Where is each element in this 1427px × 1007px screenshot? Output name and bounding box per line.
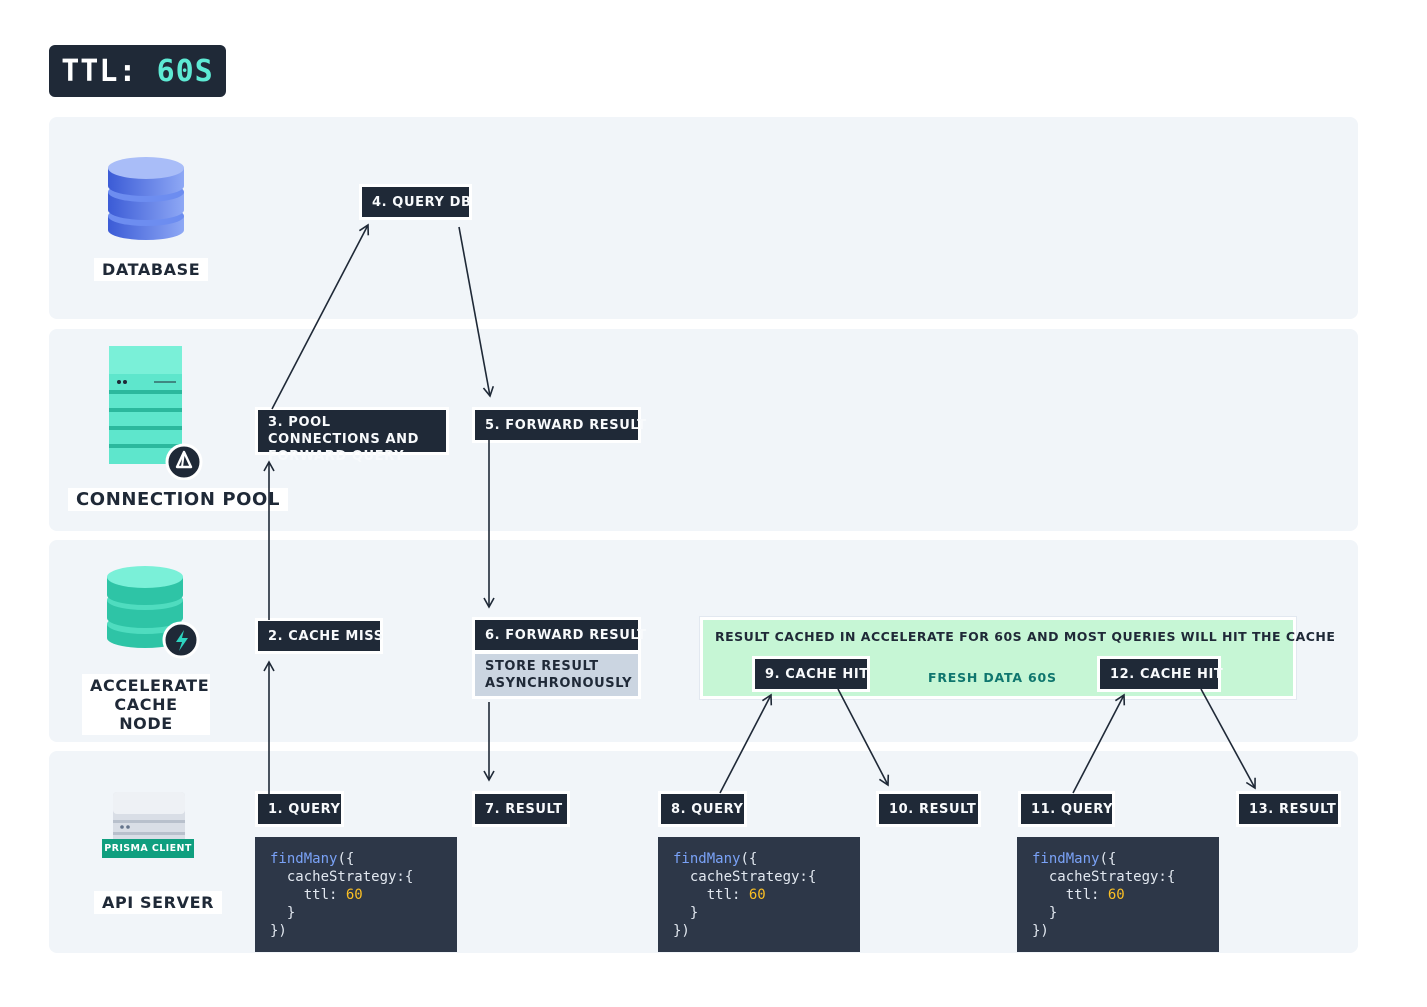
step-3-pool-connections: 3. POOL CONNECTIONS AND FORWARD QUERY	[258, 410, 446, 464]
prisma-client-badge: PRISMA CLIENT	[102, 839, 194, 858]
step-2-cache-miss: 2. CACHE MISS	[258, 621, 383, 651]
database-label: DATABASE	[94, 258, 209, 281]
database-icon	[108, 157, 184, 240]
accelerate-label: ACCELERATE CACHE NODE	[82, 674, 210, 735]
step-12-cache-hit: 12. CACHE HIT	[1100, 659, 1223, 689]
arrow-12-to-13	[1200, 688, 1256, 790]
lane-database	[49, 117, 1358, 319]
arrow-8-to-9	[719, 693, 773, 794]
step-3-text: 3. POOL CONNECTIONS AND FORWARD QUERY	[268, 415, 420, 464]
api-server-label: API SERVER	[94, 891, 223, 914]
step-11-query: 11. QUERY	[1021, 794, 1113, 824]
step-8-query: 8. QUERY	[661, 794, 744, 824]
fresh-data-label: FRESH DATA 60S	[928, 670, 1057, 685]
server-rack-icon	[109, 346, 203, 480]
step-7-result: 7. RESULT	[475, 794, 567, 824]
step-6-forward-result: 6. FORWARD RESULT	[475, 620, 646, 650]
code-block-2: findMany({ cacheStrategy:{ ttl: 60 } })	[658, 837, 860, 952]
arrow-4-to-5	[458, 226, 495, 398]
arrow-11-to-12	[1072, 693, 1126, 794]
step-10-result: 10. RESULT	[879, 794, 978, 824]
arrow-3-to-4	[271, 223, 370, 410]
ttl-value: 60S	[156, 53, 214, 89]
accelerate-cache-icon	[107, 566, 200, 659]
arrow-9-to-10	[837, 688, 890, 787]
api-server-icon	[113, 792, 185, 846]
cache-window-title: RESULT CACHED IN ACCELERATE FOR 60S AND …	[715, 629, 1336, 644]
connection-pool-label: CONNECTION POOL	[68, 488, 289, 511]
ttl-label: TTL:	[61, 53, 138, 89]
ttl-badge: TTL: 60S	[49, 45, 226, 97]
code-block-1: findMany({ cacheStrategy:{ ttl: 60 } })	[255, 837, 457, 952]
step-1-query: 1. QUERY	[258, 794, 341, 824]
step-9-cache-hit: 9. CACHE HIT	[755, 659, 868, 689]
store-result-async: STORE RESULT ASYNCHRONOUSLY	[475, 654, 638, 696]
code-block-3: findMany({ cacheStrategy:{ ttl: 60 } })	[1017, 837, 1219, 952]
step-4-query-db: 4. QUERY DB	[362, 187, 471, 217]
step-13-result: 13. RESULT	[1239, 794, 1338, 824]
step-5-forward-result: 5. FORWARD RESULT	[475, 410, 646, 440]
